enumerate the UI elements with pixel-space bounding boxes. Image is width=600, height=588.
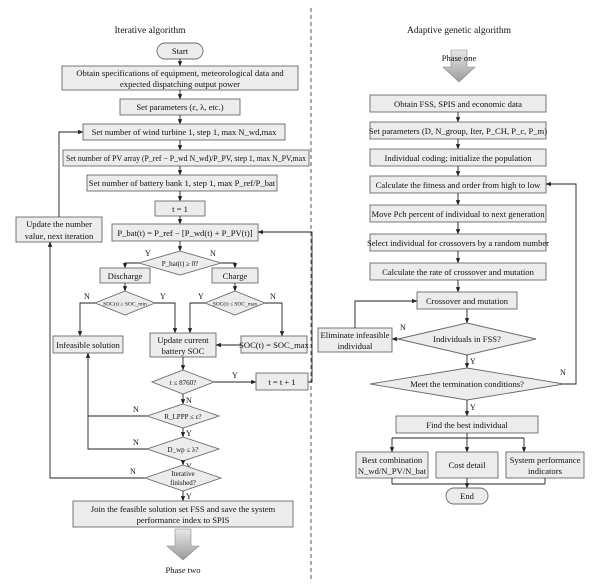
soc-set-max-box [240,335,308,354]
pbat-no: N [210,249,216,258]
in-fss-yes: Y [470,357,476,366]
select-label: Select individual for crossovers by a ra… [367,238,549,248]
obtain-fss-label: Obtain FSS, SPIS and economic data [394,99,522,109]
performance-line1: System performance [510,455,581,465]
right-heading: Adaptive genetic algorithm [407,26,512,36]
iter-finished-decision [143,464,223,492]
find-best-label: Find the best individual [426,420,508,430]
termination-no: N [560,368,566,377]
update-soc-line1: Update current [157,335,209,345]
t-limit-decision-label: t ≤ 8760? [170,379,196,387]
eliminate-line1: Eliminate infeasible [321,330,390,340]
phase-two-arrow [166,528,200,561]
pbat-equation-label: P_bat(t) = P_ref − [P_wd(t) + P_PV(t)] [117,228,252,238]
update-number-line2: value, next iteration [25,231,94,241]
termination-yes: Y [470,403,476,412]
dwp-yes: Y [186,462,192,471]
termination-label: Meet the termination conditions? [410,379,524,389]
left-heading: Iterative algorithm [115,26,187,36]
soc-max-decision-label: SOC(t) ≤ SOC_max [213,301,258,308]
charge-label: Charge [223,271,248,281]
set-battery-box [86,174,278,192]
set-battery-label: Set number of battery bank 1, step 1, ma… [89,178,276,188]
pbat-yes: Y [145,249,151,258]
start-label: Start [172,46,189,56]
move-label: Move Pch percent of individual to next g… [371,209,545,219]
t-increment-label: t = t + 1 [268,377,295,387]
cost-detail-box [435,451,499,479]
pbat-decision [137,250,223,276]
end-label: End [460,491,475,501]
t-limit-no: N [186,396,192,405]
iter-finished-no: N [130,467,136,476]
dwp-no: N [133,438,139,447]
rate-label: Calculate the rate of crossover and muta… [382,267,534,277]
iter-finished-yes: Y [186,492,192,501]
lpsp-no: N [133,405,139,414]
best-combination-line2: N_wd/N_PV/N_bat [358,466,427,476]
join-fss-line1: Join the feasible solution set FSS and s… [91,504,276,514]
dwp-decision-label: D_wp ≤ λ? [168,446,199,454]
iter-finished-line2: finished? [170,479,196,487]
set-wind-label: Set number of wind turbine 1, step 1, ma… [92,127,277,137]
set-pv-label: Set number of PV array (P_ref − P_wd N_w… [66,153,307,163]
set-pv-box [62,149,310,167]
obtain-specs-box [61,65,299,91]
eliminate-line2: individual [338,341,373,351]
update-number-box [15,216,103,243]
obtain-specs-line2: expected dispatching output power [120,79,240,89]
join-fss-line2: performance index to SPIS [137,515,230,525]
ga-params-label: Set parameters (D, N_group, Iter, P_CH, … [369,126,547,136]
cost-detail-label: Cost detail [449,460,487,470]
soc-min-decision-label: SOC(t) ≥ SOC_min [103,301,147,308]
soc-min-yes: Y [160,292,166,301]
soc-max-no: N [270,292,276,301]
iter-finished-line1: Iterative [171,470,194,478]
best-combination-line1: Best combination [362,455,423,465]
infeasible-label: Infeasible solution [56,340,120,350]
t-limit-yes: Y [232,371,238,380]
crossover-label: Crossover and mutation [426,296,509,306]
set-params-label: Set parameters (ε, λ, etc.) [136,102,223,112]
phase-two-label: Phase two [165,565,200,575]
soc-min-decision [93,290,157,316]
best-combination-box [355,451,429,479]
end-terminal [445,487,489,505]
join-fss-box [72,500,294,528]
in-fss-label: Individuals in FSS? [433,334,501,344]
phase-one-label: Phase one [442,53,477,63]
update-soc-line2: battery SOC [162,346,205,356]
coding-label: Individual coding; initialize the popula… [384,153,532,163]
lpsp-decision-label: R_LPPP ≤ ε? [164,413,201,421]
in-fss-no: N [400,323,406,332]
soc-max-decision [203,290,267,316]
soc-max-yes: Y [198,292,204,301]
t-increment-box [255,372,309,391]
soc-min-no: N [84,292,90,301]
soc-set-max-label: SOC(t) = SOC_max [239,340,309,350]
obtain-specs-line1: Obtain specifications of equipment, mete… [76,68,284,78]
pbat-decision-label: P_bat(t) ≥ 0? [162,260,199,268]
phase-one-arrow [442,49,476,83]
lpsp-yes: Y [186,429,192,438]
t-init-label: t = 1 [172,204,188,214]
performance-box [505,451,585,479]
discharge-label: Discharge [108,271,143,281]
performance-line2: indicators [528,466,563,476]
update-number-line1: Update the number [26,219,92,229]
fitness-label: Calculate the fitness and order from hig… [376,180,541,190]
